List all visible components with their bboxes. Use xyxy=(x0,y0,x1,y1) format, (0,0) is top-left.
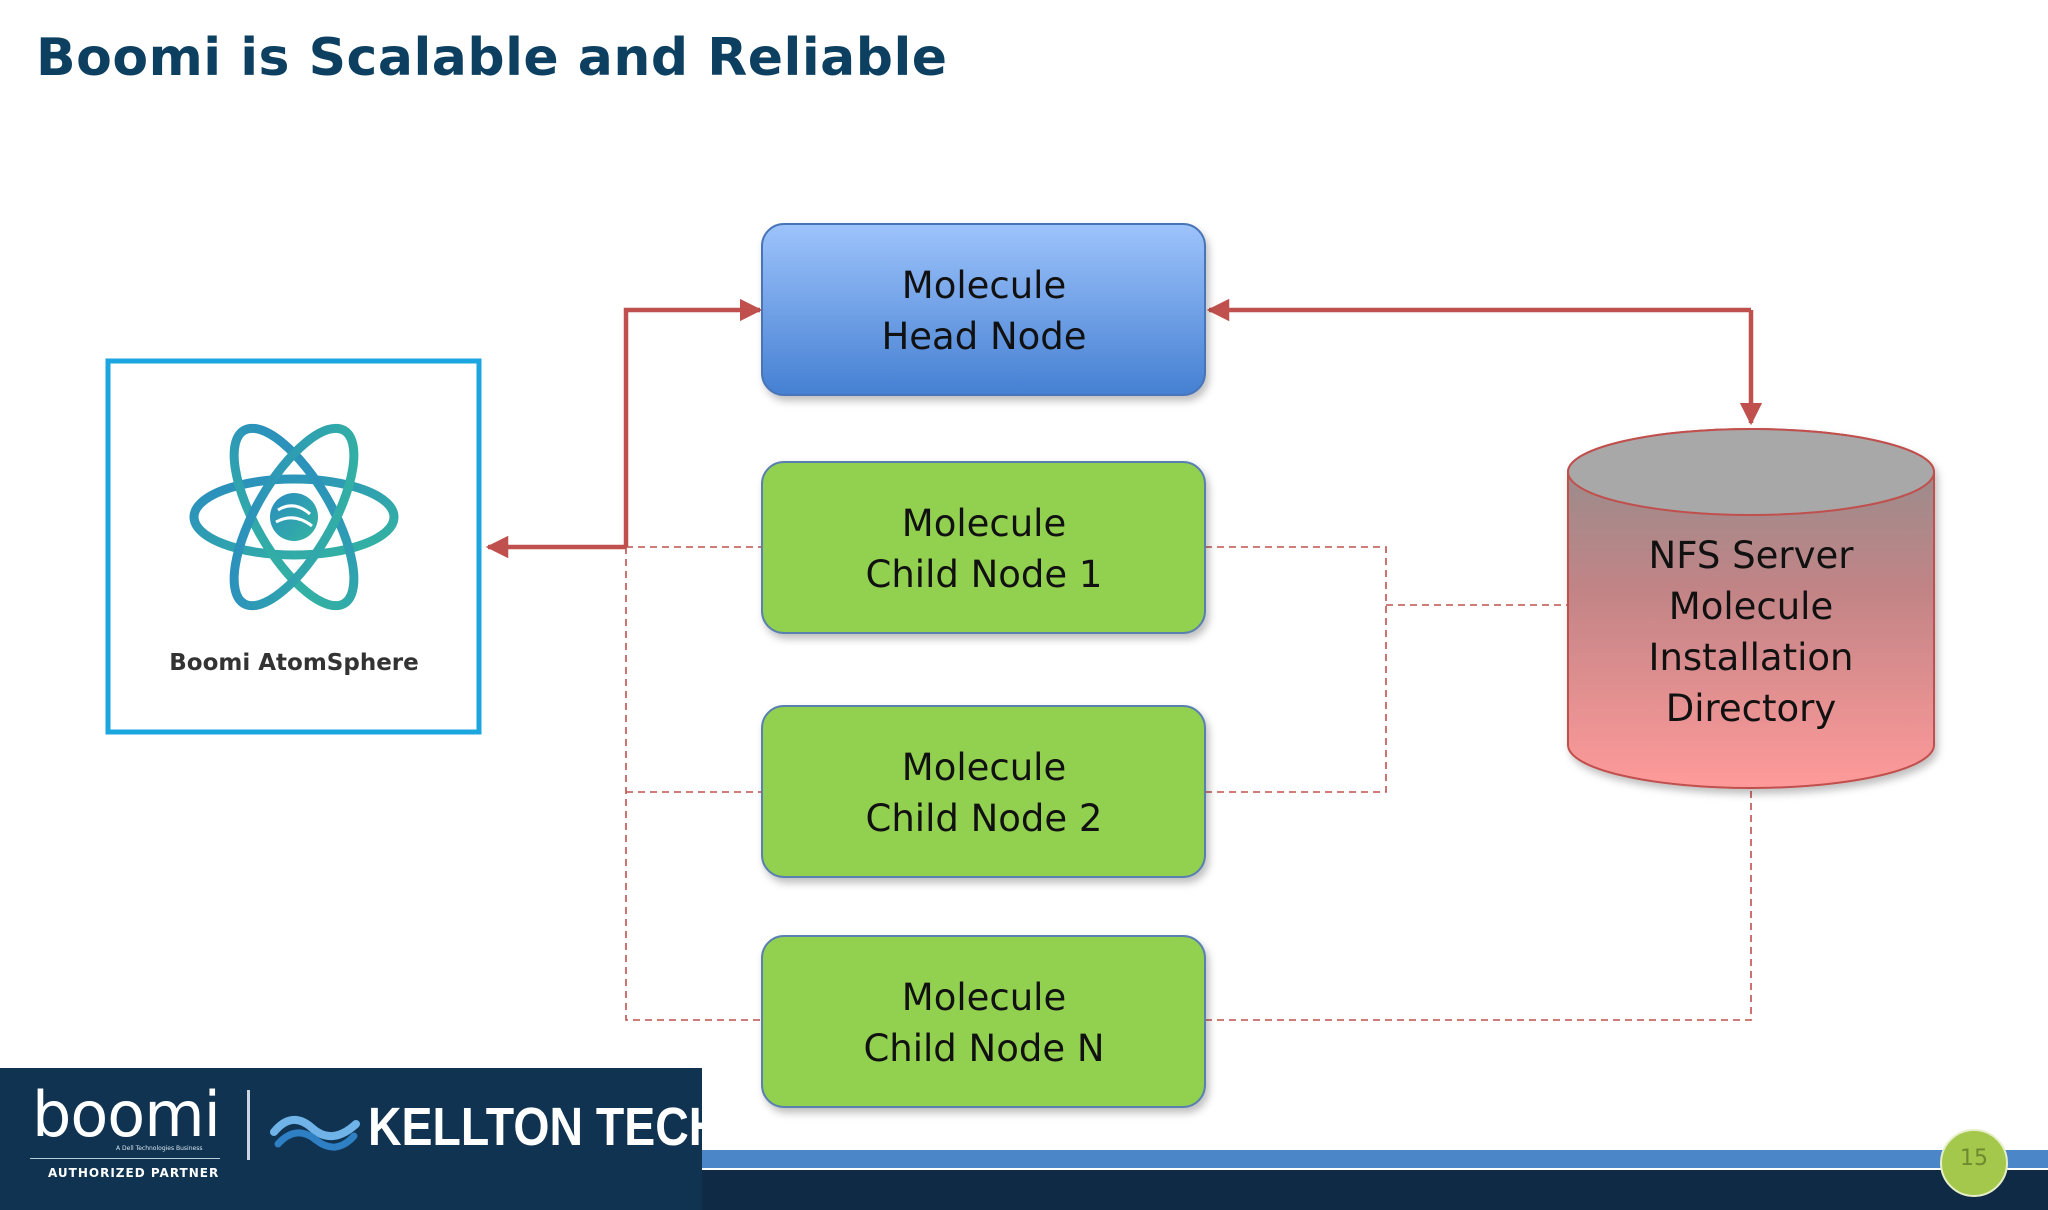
footer-accent-stripe xyxy=(700,1150,2048,1168)
nfs-line1: NFS Server xyxy=(1649,534,1855,577)
head-node: Molecule Head Node xyxy=(761,223,1206,396)
child-node-1: Molecule Child Node 1 xyxy=(761,461,1206,634)
nfs-line4: Directory xyxy=(1666,687,1837,730)
atomsphere-label: Boomi AtomSphere xyxy=(169,650,419,676)
logo-divider xyxy=(247,1090,250,1160)
page-number-badge xyxy=(1940,1129,2008,1197)
authorized-partner-label: AUTHORIZED PARTNER xyxy=(48,1166,220,1180)
head-node-line2: Head Node xyxy=(881,315,1086,358)
child-node-2-line1: Molecule xyxy=(902,746,1066,789)
child-node-1-line1: Molecule xyxy=(902,502,1066,545)
nfs-line3: Installation xyxy=(1649,636,1854,679)
child-node-n: Molecule Child Node N xyxy=(761,935,1206,1108)
kellton-tech-logo: KELLTON TECH xyxy=(368,1097,723,1157)
page-number: 15 xyxy=(1960,1146,1988,1171)
child-node-2: Molecule Child Node 2 xyxy=(761,705,1206,878)
atomsphere-box: Boomi AtomSphere xyxy=(105,358,482,735)
child-node-n-line2: Child Node N xyxy=(863,1027,1104,1070)
dashed-connectors xyxy=(625,546,1752,1021)
nfs-line2: Molecule xyxy=(1669,585,1833,628)
boomi-underline xyxy=(30,1158,220,1159)
nfs-server-cylinder: NFS Server Molecule Installation Directo… xyxy=(1567,428,1935,789)
atom-icon xyxy=(189,423,399,611)
child-node-n-line1: Molecule xyxy=(902,976,1066,1019)
kellton-wave-icon xyxy=(270,1116,360,1151)
slide-title: Boomi is Scalable and Reliable xyxy=(36,28,948,88)
solid-arrows xyxy=(485,298,1763,559)
head-node-line1: Molecule xyxy=(902,264,1066,307)
boomi-tagline: A Dell Technologies Business xyxy=(116,1145,203,1152)
boomi-logo: boomi xyxy=(32,1078,221,1151)
child-node-1-line2: Child Node 1 xyxy=(866,553,1103,596)
child-node-2-line2: Child Node 2 xyxy=(866,797,1103,840)
